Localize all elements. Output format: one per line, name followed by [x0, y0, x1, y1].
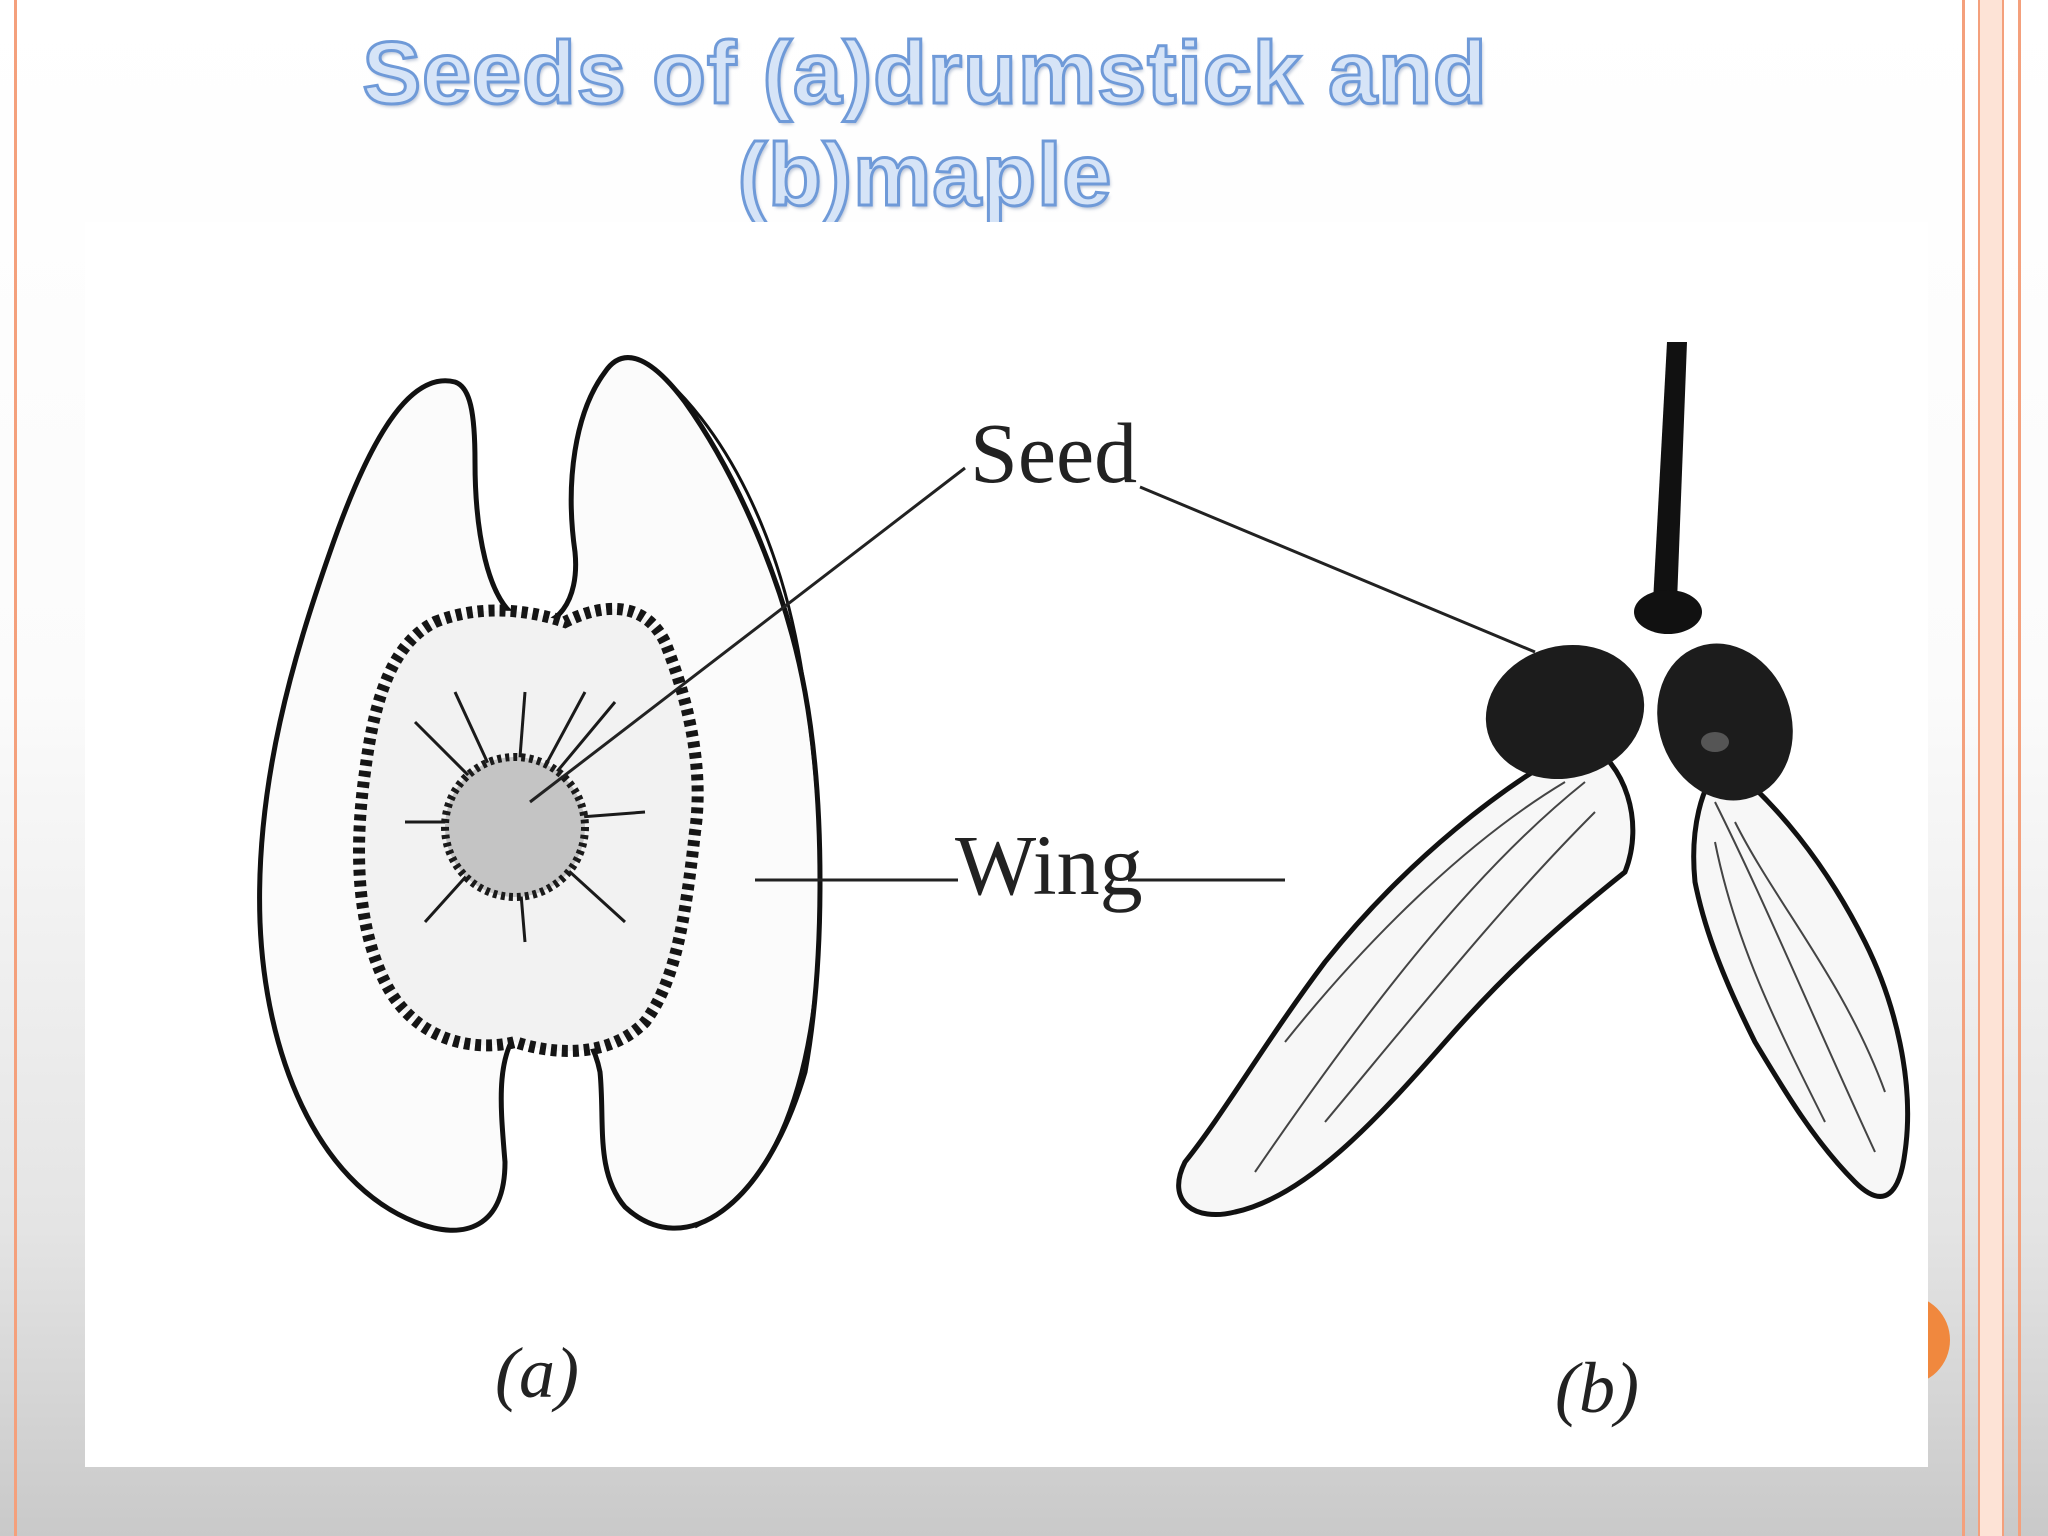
wing-label: Wing [955, 817, 1143, 913]
frame-border-left [14, 0, 17, 1536]
frame-border-right-inner [1962, 0, 1965, 1536]
maple-wing-right [1691, 758, 1911, 1199]
maple-wing-left [1176, 739, 1636, 1218]
seed-pointer-a [529, 466, 966, 804]
maple-wing-veins [1254, 781, 1886, 1173]
drumstick-wing-rim [644, 360, 822, 1229]
panel-a-label: (a) [495, 1333, 579, 1413]
maple-stalk [1653, 342, 1687, 602]
maple-seed [1176, 342, 1911, 1218]
seed-pointer-b [1139, 485, 1536, 654]
seed-diagram: Seed Wing (a) (b) [257, 342, 1911, 1428]
frame-border-right-band [1978, 0, 2004, 1536]
maple-seed-pod-left [1485, 644, 1645, 780]
seed-figure: Seed Wing (a) (b) [85, 222, 1928, 1467]
seed-label: Seed [970, 405, 1137, 501]
maple-seed-pod-right [1657, 643, 1793, 801]
frame-border-right-outer [2018, 0, 2021, 1536]
panel-b-label: (b) [1555, 1348, 1639, 1428]
drumstick-seed-body [441, 753, 589, 901]
maple-pod-highlight [1701, 732, 1729, 752]
slide-title: Seeds of (a)drumstick and (b)maple [361, 22, 1488, 226]
maple-stalk-joint [1634, 590, 1702, 634]
